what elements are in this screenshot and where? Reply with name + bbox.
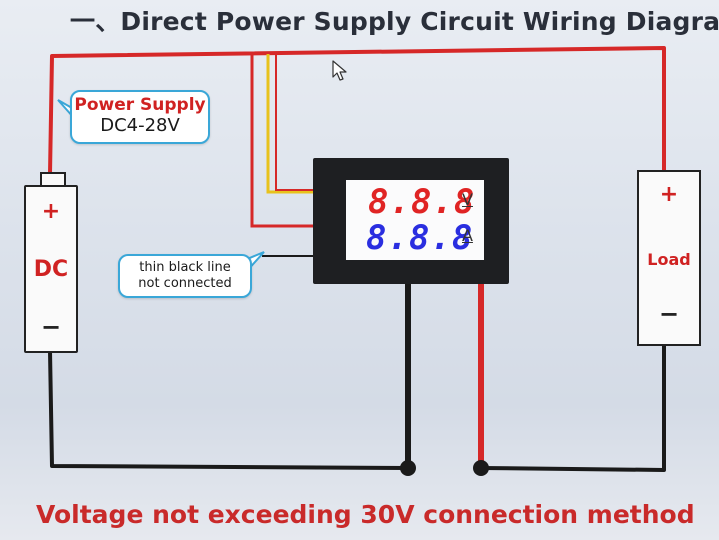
load-return-wire (480, 344, 666, 472)
positive-wire-top (48, 46, 666, 175)
meter-display (346, 180, 484, 260)
load-label: Load (647, 250, 691, 269)
meter-yellow-wire (266, 54, 313, 194)
meter-thin-red-wire (275, 54, 313, 191)
load-device: + Load − (637, 170, 701, 346)
battery-minus-sign: − (40, 313, 62, 341)
black-line-note-2: not connected (138, 275, 232, 291)
current-digits: 8.8.8 (366, 218, 474, 258)
current-unit: A (462, 226, 473, 245)
diagram-title: 一、Direct Power Supply Circuit Wiring Dia… (70, 7, 719, 36)
power-supply-range: DC4-28V (100, 115, 180, 137)
junction-red (473, 460, 489, 476)
voltage-unit: V (462, 190, 473, 209)
negative-wire-bottom (48, 350, 409, 470)
load-plus-sign: + (659, 182, 679, 207)
dc-battery: + DC − (24, 185, 78, 353)
load-minus-sign: − (658, 300, 680, 328)
mouse-cursor-icon (332, 60, 347, 81)
footer-caption: Voltage not exceeding 30V connection met… (36, 500, 695, 529)
black-line-note-1: thin black line (139, 260, 231, 275)
battery-plus-sign: + (41, 199, 61, 224)
junction-black (400, 460, 416, 476)
power-supply-callout: Power Supply DC4-28V (70, 90, 210, 144)
meter-power-red-wire (250, 54, 313, 228)
power-supply-label: Power Supply (74, 95, 206, 115)
battery-label: DC (33, 257, 69, 282)
battery-terminal (40, 172, 66, 186)
black-line-callout: thin black line not connected (118, 254, 252, 298)
voltage-digits: 8.8.8 (368, 182, 476, 222)
